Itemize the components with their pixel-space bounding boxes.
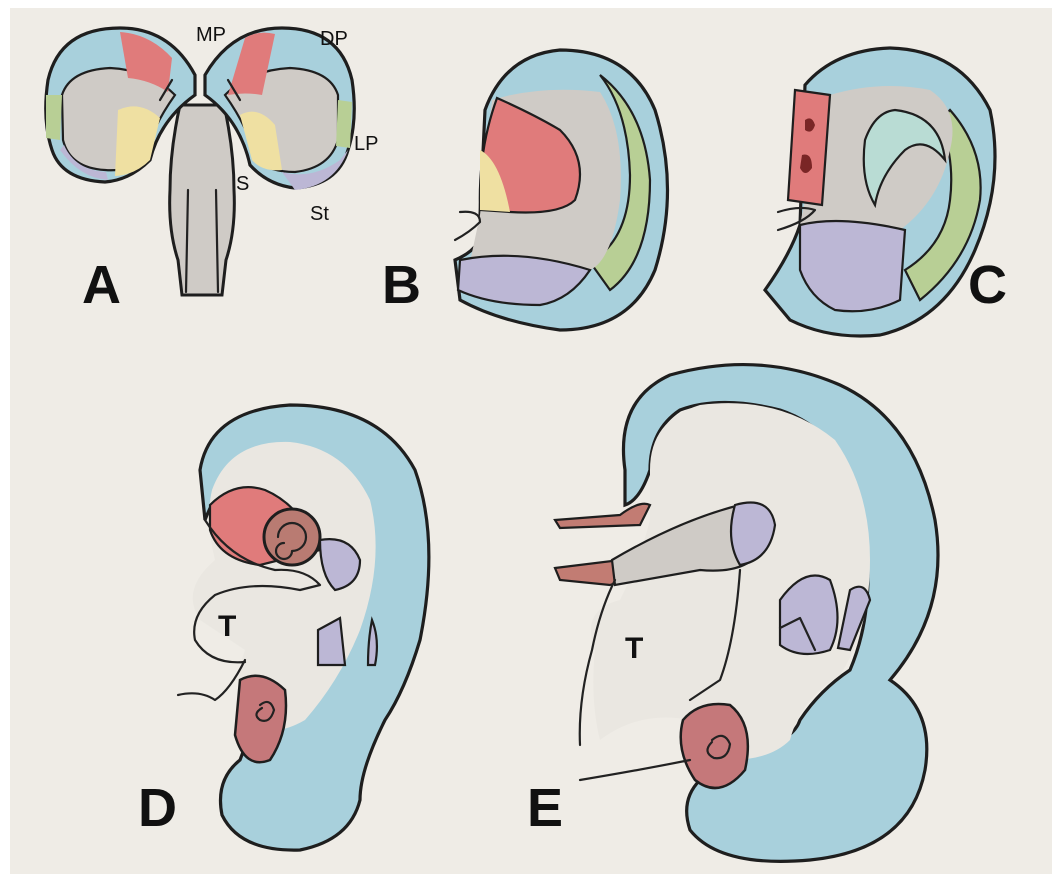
panel-c: C [765, 48, 1007, 336]
label-t-e: T [625, 632, 643, 665]
label-mp: MP [196, 24, 226, 46]
label-st: St [310, 203, 329, 225]
panel-label-d: D [138, 778, 177, 838]
panel-label-a: A [82, 255, 121, 315]
label-lp: LP [354, 133, 378, 155]
panel-label-b: B [382, 255, 421, 315]
label-dp: DP [320, 28, 348, 50]
label-s: S [236, 173, 249, 195]
label-t-d: T [218, 610, 236, 643]
panel-label-c: C [968, 255, 1007, 315]
panel-a-brainstem [170, 105, 235, 295]
panel-label-e: E [527, 778, 563, 838]
